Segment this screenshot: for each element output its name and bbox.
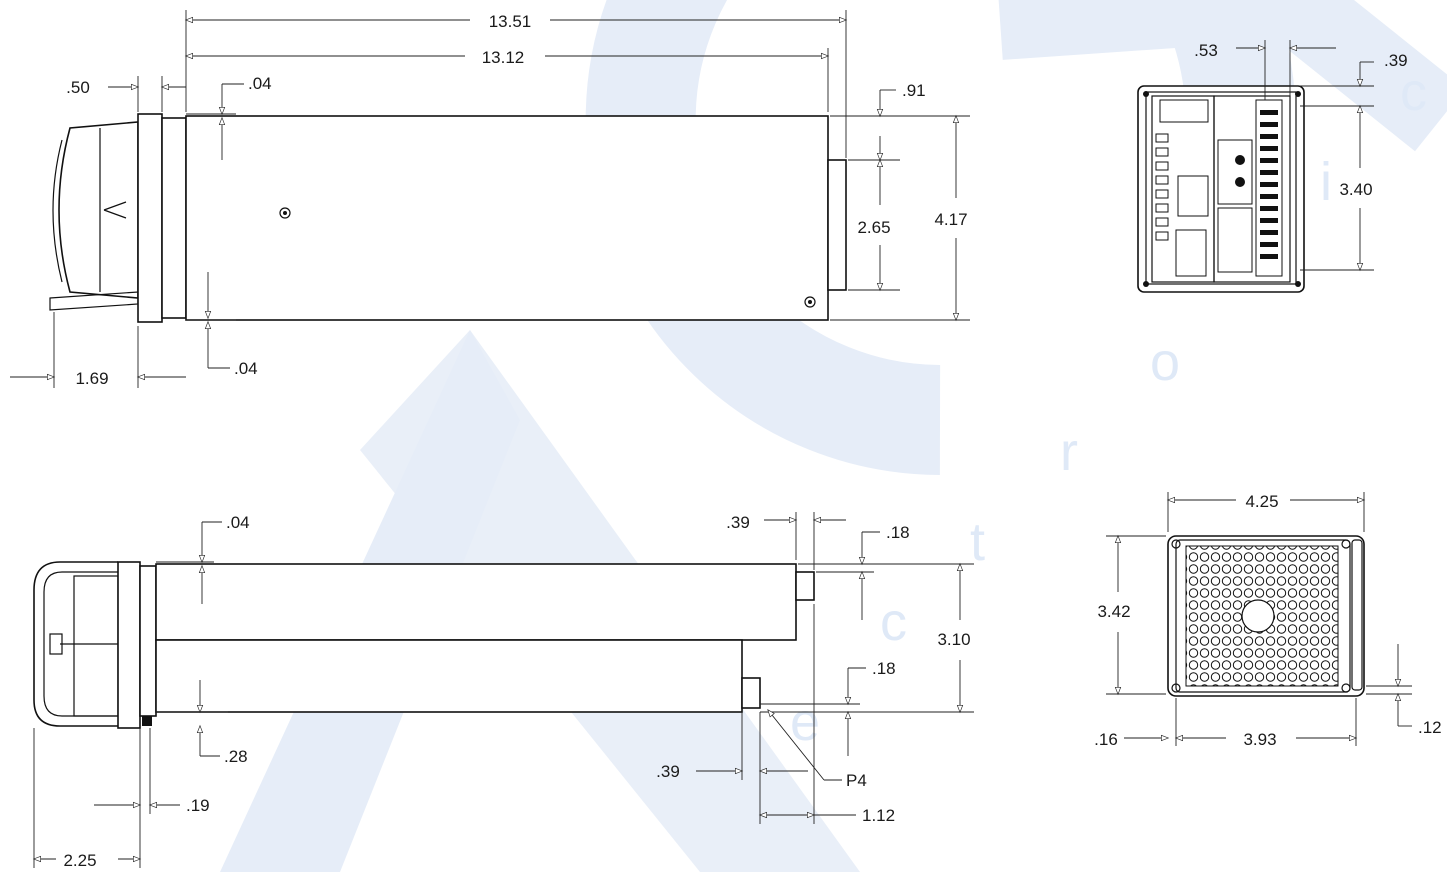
dim-lower-handle-overall: 2.25 bbox=[63, 851, 96, 870]
dim-front-overall-width: 4.25 bbox=[1245, 492, 1278, 511]
watermark-letter-r: r bbox=[1060, 422, 1078, 482]
chassis-body bbox=[185, 115, 829, 321]
dim-lower-bottom-gap: .28 bbox=[224, 747, 248, 766]
top-side-view: 13.51 13.12 .50 .04 .04 .91 2.6 bbox=[10, 10, 970, 388]
dim-handle-depth: .50 bbox=[66, 78, 90, 97]
fan-hub bbox=[1241, 599, 1275, 633]
upper-connector bbox=[795, 571, 815, 601]
handle-grip bbox=[58, 121, 139, 299]
watermark-letter-t: t bbox=[970, 512, 985, 572]
watermark-letter-o: o bbox=[1150, 332, 1180, 392]
watermark-letter-i: i bbox=[1320, 152, 1332, 212]
dim-front-flange-offset: .16 bbox=[1094, 730, 1118, 749]
watermark-letter-e: e bbox=[790, 692, 820, 752]
upper-chassis bbox=[155, 563, 797, 641]
front-flange bbox=[137, 113, 163, 323]
lower-connector-p4 bbox=[741, 677, 761, 709]
dim-body-length: 13.12 bbox=[482, 48, 525, 67]
connector-label-p4: P4 bbox=[846, 771, 867, 790]
dim-lower-top-gap: .04 bbox=[226, 513, 250, 532]
dim-end-offset-a: .53 bbox=[1194, 41, 1218, 60]
dim-overall-length: 13.51 bbox=[489, 12, 532, 31]
dim-connector-offset: .91 bbox=[902, 81, 926, 100]
dim-lower-connector-offset: .39 bbox=[656, 762, 680, 781]
dim-front-overall-height: 3.42 bbox=[1097, 602, 1130, 621]
top-end-view: .53 .39 3.40 bbox=[1137, 40, 1408, 293]
rear-connector bbox=[827, 159, 847, 291]
dim-end-connector-height: 3.40 bbox=[1339, 180, 1372, 199]
dim-upper-connector-offset: .39 bbox=[726, 513, 750, 532]
dim-connector-height: 2.65 bbox=[857, 218, 890, 237]
dim-lower-body-height: 3.10 bbox=[937, 630, 970, 649]
dim-handle-overall: 1.69 bbox=[75, 369, 108, 388]
dim-end-offset-b: .39 bbox=[1384, 51, 1408, 70]
lower-chassis bbox=[155, 639, 743, 713]
watermark-letter-c: c bbox=[880, 592, 907, 652]
watermark-letter-c2: c bbox=[1400, 62, 1427, 122]
dim-body-height: 4.17 bbox=[934, 210, 967, 229]
dim-lower-connector-bottom: .18 bbox=[872, 659, 896, 678]
dim-front-inner-width: 3.93 bbox=[1243, 730, 1276, 749]
dim-lower-connector-depth: 1.12 bbox=[862, 806, 895, 825]
dim-front-bottom-offset: .12 bbox=[1418, 718, 1442, 737]
dim-lower-flange-thickness: .19 bbox=[186, 796, 210, 815]
dim-flange-gap-top: .04 bbox=[248, 74, 272, 93]
bottom-side-view: .04 .39 .18 3.10 .18 .28 . bbox=[32, 512, 974, 870]
dim-flange-gap-bottom: .04 bbox=[234, 359, 258, 378]
lower-flange bbox=[117, 561, 141, 729]
front-view: 4.25 3.42 .16 3.93 .12 bbox=[1094, 492, 1442, 749]
dim-upper-connector-top: .18 bbox=[886, 523, 910, 542]
